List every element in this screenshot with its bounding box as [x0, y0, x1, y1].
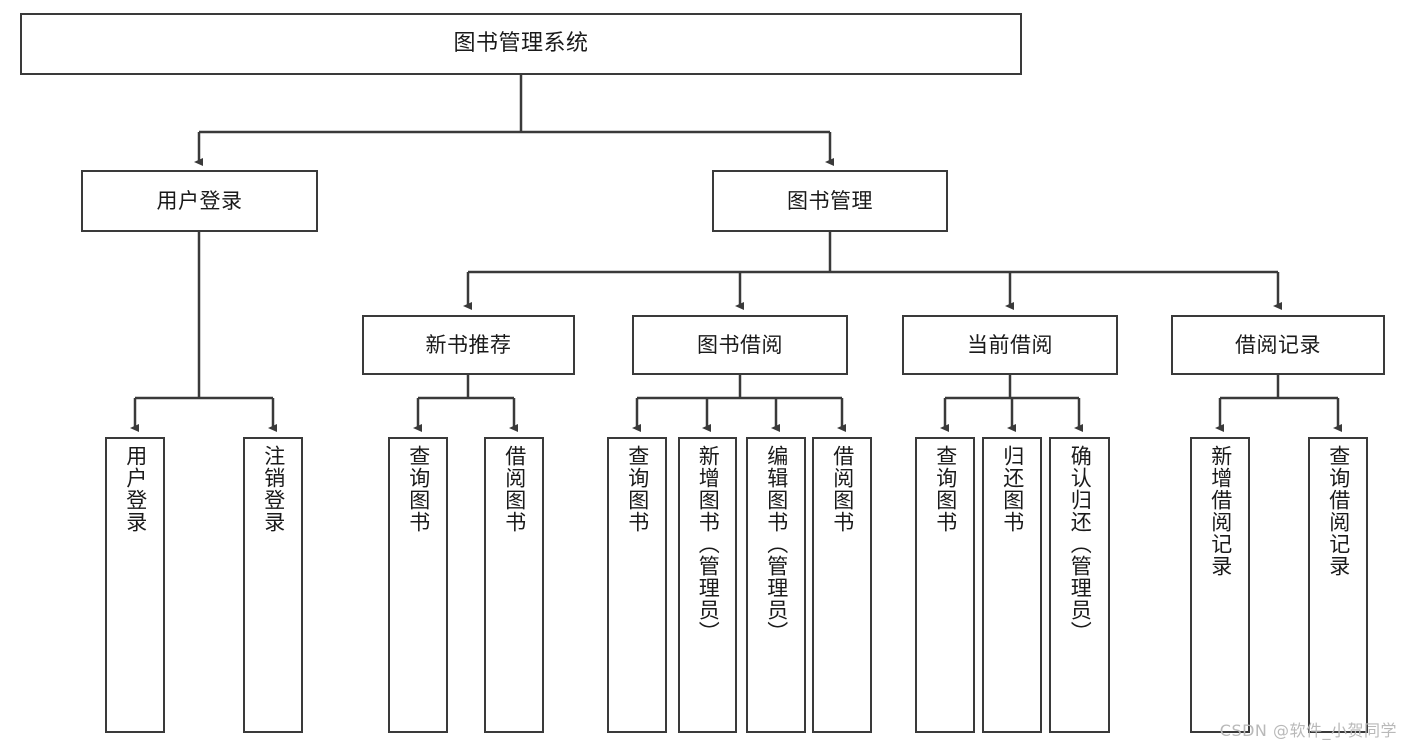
node-user-login[interactable]: 用户登录	[81, 170, 318, 232]
leaf-record-query-borrow-record[interactable]: 查询借阅记录	[1308, 437, 1368, 733]
node-borrow-record[interactable]: 借阅记录	[1171, 315, 1385, 375]
node-root-book-management-system[interactable]: 图书管理系统	[20, 13, 1022, 75]
csdn-watermark: CSDN @软件_小贺同学	[1219, 721, 1397, 740]
node-label: 新增借阅记录	[1208, 445, 1233, 577]
leaf-borrow-edit-book-admin[interactable]: 编辑图书（管理员）	[746, 437, 806, 733]
node-label: 用户登录	[156, 188, 243, 213]
node-book-borrow[interactable]: 图书借阅	[632, 315, 848, 375]
node-label: 确认归还（管理员）	[1068, 445, 1093, 643]
node-label: 注销登录	[261, 445, 286, 533]
leaf-current-confirm-return-admin[interactable]: 确认归还（管理员）	[1049, 437, 1110, 733]
leaf-borrow-borrow-book[interactable]: 借阅图书	[812, 437, 872, 733]
node-label: 查询图书	[933, 445, 958, 533]
leaf-user-login-signout[interactable]: 注销登录	[243, 437, 303, 733]
leaf-current-query-book[interactable]: 查询图书	[915, 437, 975, 733]
node-label: 借阅图书	[502, 445, 527, 533]
leaf-borrow-query-book[interactable]: 查询图书	[607, 437, 667, 733]
node-new-book-recommend[interactable]: 新书推荐	[362, 315, 575, 375]
leaf-borrow-add-book-admin[interactable]: 新增图书（管理员）	[678, 437, 737, 733]
node-label: 查询图书	[406, 445, 431, 533]
leaf-recommend-borrow-book[interactable]: 借阅图书	[484, 437, 544, 733]
node-label: 用户登录	[123, 445, 148, 533]
node-label: 借阅图书	[830, 445, 855, 533]
leaf-record-add-borrow-record[interactable]: 新增借阅记录	[1190, 437, 1250, 733]
node-label: 借阅记录	[1235, 332, 1321, 357]
node-current-borrow[interactable]: 当前借阅	[902, 315, 1118, 375]
node-label: 新书推荐	[425, 332, 512, 357]
node-label: 图书管理	[787, 188, 873, 213]
node-book-management[interactable]: 图书管理	[712, 170, 948, 232]
node-label: 图书借阅	[697, 332, 783, 357]
leaf-current-return-book[interactable]: 归还图书	[982, 437, 1042, 733]
node-label: 当前借阅	[967, 332, 1053, 357]
node-label: 归还图书	[1000, 445, 1025, 533]
leaf-user-login-signin[interactable]: 用户登录	[105, 437, 165, 733]
leaf-recommend-query-book[interactable]: 查询图书	[388, 437, 448, 733]
node-label: 查询借阅记录	[1326, 445, 1351, 577]
node-label: 图书管理系统	[453, 31, 589, 57]
node-label: 新增图书（管理员）	[696, 445, 721, 643]
node-label: 查询图书	[625, 445, 650, 533]
node-label: 编辑图书（管理员）	[764, 445, 789, 643]
